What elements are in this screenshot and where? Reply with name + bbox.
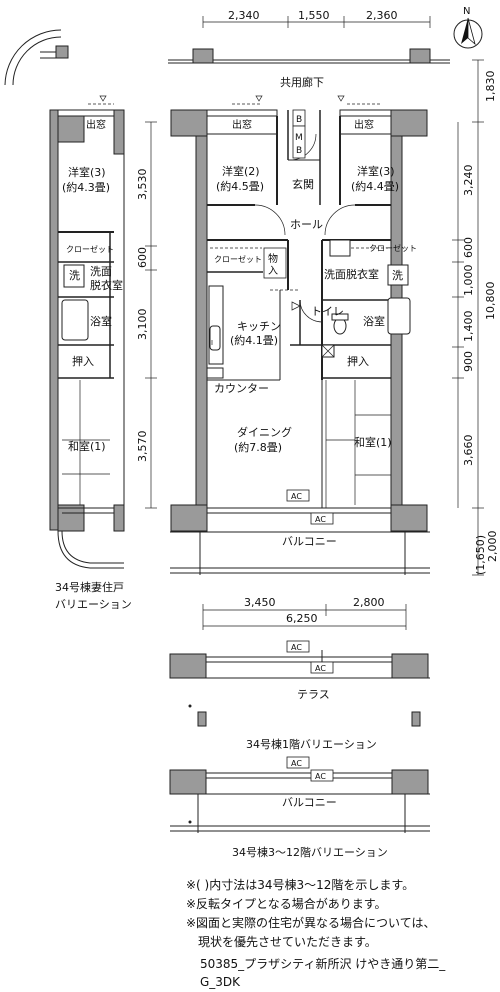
upper-floor-variation: AC AC バルコニー 34号棟3～12階バリエーション (169, 756, 430, 859)
closet-label-1: クローゼット (214, 254, 262, 264)
dim-top-2: 1,550 (298, 9, 330, 22)
f1-ac-label-2: AC (315, 664, 326, 673)
genkan-label: 玄関 (292, 177, 314, 191)
end-caption-2: バリエーション (55, 598, 132, 611)
washitsu-label: 和室(1) (354, 435, 392, 449)
oshiire-label: 押入 (347, 354, 369, 368)
closet-label-2: クローゼット (369, 243, 417, 253)
note-4: 現状を優先させていただきます。 (186, 935, 377, 949)
end-washitsu-label: 和室(1) (68, 439, 106, 453)
dining-size: (約7.8畳) (234, 440, 282, 454)
storage-label-1: 物 (268, 252, 278, 265)
main-unit-labels: 出窓 出窓 B M B 洋室(2) (約4.5畳) 玄関 洋室(3) (約4.4… (214, 109, 417, 548)
dim-r5: 900 (462, 351, 475, 372)
dining-label: ダイニング (237, 425, 292, 439)
room2-label: 洋室(2) (222, 164, 260, 178)
room3-size: (約4.4畳) (351, 179, 399, 193)
dim-bottom-total: 6,250 (286, 612, 318, 625)
f3-ac-label-2: AC (315, 772, 326, 781)
left-dimensions: 3,530 600 3,100 3,570 (136, 121, 157, 509)
dim-left-3: 3,100 (136, 309, 149, 341)
note-3: ※図面と実際の住宅が異なる場合については、 (186, 916, 436, 930)
dim-r3: 1,000 (462, 265, 475, 297)
mb-label-b1: B (296, 115, 302, 125)
corridor-label: 共用廊下 (280, 75, 324, 89)
end-bay-window-label: 出窓 (86, 118, 106, 131)
dim-balcony-paren: (1,650) (474, 535, 487, 575)
ac-label-1: AC (291, 492, 302, 501)
end-washroom-label-2: 脱衣室 (90, 278, 123, 292)
end-room3-label: 洋室(3) (68, 165, 106, 179)
room3-label: 洋室(3) (357, 164, 395, 178)
end-closet-label: クローゼット (66, 244, 114, 254)
mb-label-b2: B (296, 146, 302, 156)
hall-label: ホール (290, 218, 323, 231)
f3-balcony-label: バルコニー (282, 796, 337, 809)
mb-label-m: M (295, 133, 303, 143)
main-unit-walls (170, 95, 430, 575)
note-2: ※反転タイプとなる場合があります。 (186, 897, 387, 911)
bottom-dimensions: 3,450 2,800 6,250 (202, 596, 407, 630)
end-caption-1: 34号棟妻住戸 (55, 580, 124, 594)
corridor: 共用廊下 (168, 48, 450, 89)
dim-left-1: 3,530 (136, 169, 149, 201)
end-oshiire-label: 押入 (72, 354, 94, 368)
terrace-label: テラス (297, 688, 330, 701)
right-dimensions: 1,830 10,800 3,240 600 1,000 1,400 900 3… (452, 59, 499, 576)
bay-window-label-1: 出窓 (232, 118, 252, 131)
washroom-label: 洗面脱衣室 (324, 267, 379, 281)
end-bath-label: 浴室 (90, 314, 112, 328)
end-wash-label: 洗 (69, 269, 80, 282)
first-floor-variation: AC AC テラス 34号棟1階バリエーション (169, 640, 430, 751)
f3-ac-label-1: AC (291, 759, 302, 768)
end-room3-size: (約4.3畳) (62, 180, 110, 194)
footer-line-2: G_3DK (200, 975, 241, 989)
dim-total-depth: 10,800 (484, 282, 497, 321)
top-dimensions: 2,340 1,550 2,360 (202, 9, 431, 28)
dim-r2: 600 (462, 237, 475, 258)
bath-label: 浴室 (363, 314, 385, 328)
bay-window-label-2: 出窓 (354, 118, 374, 131)
dim-corridor: 1,830 (484, 71, 497, 103)
f3-caption: 34号棟3～12階バリエーション (232, 845, 388, 859)
dim-left-4: 3,570 (136, 431, 149, 463)
balcony-label: バルコニー (282, 535, 337, 548)
counter-label: カウンター (214, 382, 269, 395)
dim-top-3: 2,360 (366, 9, 398, 22)
dim-r6: 3,660 (462, 435, 475, 467)
f1-caption: 34号棟1階バリエーション (246, 737, 377, 751)
dim-bottom-right: 2,800 (353, 596, 385, 609)
note-1: ※( )内寸法は34号棟3～12階を示します。 (186, 878, 415, 892)
storage-label-2: 入 (268, 266, 278, 277)
dim-r4: 1,400 (462, 311, 475, 343)
dim-bottom-left: 3,450 (244, 596, 276, 609)
end-washroom-label-1: 洗面 (90, 265, 112, 278)
kitchen-label: キッチン (237, 320, 281, 333)
north-compass: N (453, 6, 483, 49)
dim-left-2: 600 (136, 247, 149, 268)
dim-top-1: 2,340 (228, 9, 260, 22)
toilet-label: トイレ (311, 305, 344, 318)
dim-balcony: 2,000 (486, 531, 499, 563)
footer-line-1: 50385_プラザシティ新所沢 けやき通り第二_ (200, 957, 446, 971)
end-unit-variation: 出窓 洋室(3) (約4.3畳) クローゼット 洗 洗面 脱衣室 浴室 押入 和… (4, 29, 132, 611)
kitchen-size: (約4.1畳) (230, 333, 278, 347)
f1-ac-label-1: AC (291, 643, 302, 652)
room2-size: (約4.5畳) (216, 179, 264, 193)
compass-label: N (463, 6, 470, 17)
dim-r1: 3,240 (462, 165, 475, 197)
wash-label: 洗 (392, 269, 403, 282)
ac-label-2: AC (315, 515, 326, 524)
